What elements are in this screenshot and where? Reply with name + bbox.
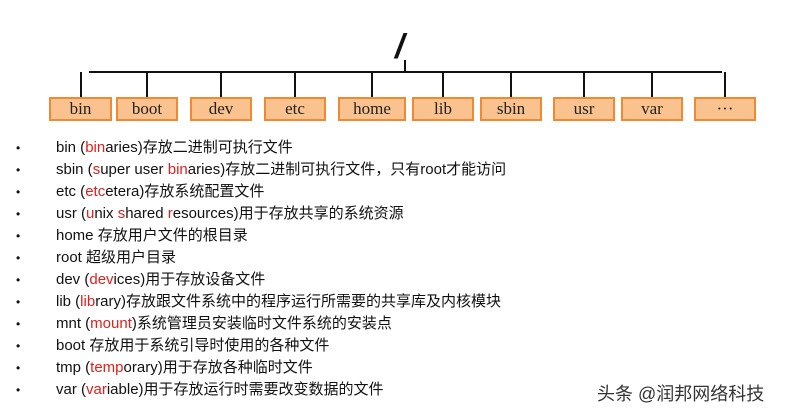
item-text: etc (etcetera)存放系统配置文件	[56, 181, 264, 203]
branch-line	[79, 72, 82, 97]
item-text: boot 存放用于系统引导时使用的各种文件	[56, 335, 329, 357]
text-segment: esources)用于存放共享的系统资源	[172, 205, 404, 222]
item-text: sbin (super user binaries)存放二进制可执行文件，只有r…	[56, 159, 506, 181]
branch-line	[442, 72, 444, 97]
branch-line	[220, 72, 222, 97]
text-segment: boot 存放用于系统引导时使用的各种文件	[56, 337, 330, 354]
item-text: tmp (temporary)用于存放各种临时文件	[56, 357, 313, 379]
directory-box-home: home	[338, 97, 406, 121]
text-segment: root 超级用户目录	[56, 249, 177, 266]
text-segment: bin (	[56, 139, 86, 156]
highlight-text: r	[167, 205, 173, 222]
text-segment: usr (	[56, 205, 86, 222]
text-segment: aries)存放二进制可执行文件	[105, 139, 293, 156]
highlight-text: s	[117, 205, 126, 222]
branch-line	[371, 72, 373, 97]
highlight-text: bin	[85, 139, 106, 156]
highlight-text: bin	[167, 161, 188, 178]
text-segment: mnt (	[56, 315, 91, 332]
branch-line	[510, 72, 512, 97]
bullet-icon: •	[16, 163, 21, 177]
text-segment: etera)存放系统配置文件	[105, 183, 265, 200]
branch-line	[583, 72, 585, 97]
highlight-text: u	[86, 205, 95, 222]
directory-box-more: ···	[694, 97, 756, 121]
item-text: var (variable)用于存放运行时需要改变数据的文件	[56, 379, 384, 401]
text-segment: rary)存放跟文件系统中的程序运行所需要的共享库及内核模块	[95, 293, 502, 310]
tree-horizontal-line	[89, 71, 722, 73]
text-segment: home 存放用户文件的根目录	[56, 227, 248, 244]
directory-box-var: var	[621, 97, 683, 121]
item-text: bin (binaries)存放二进制可执行文件	[56, 137, 293, 159]
item-text: dev (devices)用于存放设备文件	[56, 269, 265, 291]
item-text: home 存放用户文件的根目录	[56, 225, 248, 247]
directory-box-etc: etc	[264, 97, 326, 121]
item-text: usr (unix shared resources)用于存放共享的系统资源	[56, 203, 404, 225]
branch-line	[294, 72, 296, 97]
text-segment: nix	[94, 205, 118, 222]
text-segment: hared	[125, 205, 168, 222]
bullet-icon: •	[16, 207, 21, 221]
item-text: lib (library)存放跟文件系统中的程序运行所需要的共享库及内核模块	[56, 291, 501, 313]
highlight-text: mount	[90, 315, 132, 332]
bullet-icon: •	[16, 361, 21, 375]
text-segment: aries)存放二进制可执行文件，只有root才能访问	[187, 161, 507, 178]
branch-line	[146, 72, 148, 97]
bullet-icon: •	[16, 273, 21, 287]
text-segment: uper user	[100, 161, 168, 178]
highlight-text: s	[92, 161, 101, 178]
highlight-text: dev	[89, 271, 114, 288]
text-segment: iable)用于存放运行时需要改变数据的文件	[106, 381, 384, 398]
watermark: 头条 @润邦网络科技	[597, 384, 765, 404]
text-segment: sbin (	[56, 161, 93, 178]
text-segment: )系统管理员安装临时文件系统的安装点	[131, 315, 392, 332]
text-segment: dev (	[56, 271, 90, 288]
root-directory-label: /	[395, 28, 405, 66]
bullet-icon: •	[16, 317, 21, 331]
branch-line	[724, 72, 726, 97]
directory-box-bin: bin	[49, 97, 112, 121]
bullet-icon: •	[16, 251, 21, 265]
highlight-text: temp	[90, 359, 124, 376]
text-segment: etc (	[56, 183, 86, 200]
directory-box-lib: lib	[412, 97, 474, 121]
bullet-icon: •	[16, 383, 21, 397]
bullet-icon: •	[16, 295, 21, 309]
bullet-icon: •	[16, 229, 21, 243]
highlight-text: lib	[80, 293, 96, 310]
directory-box-sbin: sbin	[480, 97, 542, 121]
highlight-text: var	[86, 381, 107, 398]
bullet-icon: •	[16, 339, 21, 353]
text-segment: ices)用于存放设备文件	[113, 271, 266, 288]
item-text: root 超级用户目录	[56, 247, 176, 269]
text-segment: orary)用于存放各种临时文件	[123, 359, 313, 376]
item-text: mnt (mount)系统管理员安装临时文件系统的安装点	[56, 313, 392, 335]
highlight-text: etc	[85, 183, 106, 200]
text-segment: var (	[56, 381, 86, 398]
branch-line	[651, 72, 653, 97]
directory-box-dev: dev	[190, 97, 252, 121]
directory-box-boot: boot	[116, 97, 178, 121]
directory-box-usr: usr	[553, 97, 615, 121]
bullet-icon: •	[16, 141, 21, 155]
bullet-icon: •	[16, 185, 21, 199]
root-stem-line	[404, 60, 406, 73]
text-segment: tmp (	[56, 359, 91, 376]
text-segment: lib (	[56, 293, 81, 310]
